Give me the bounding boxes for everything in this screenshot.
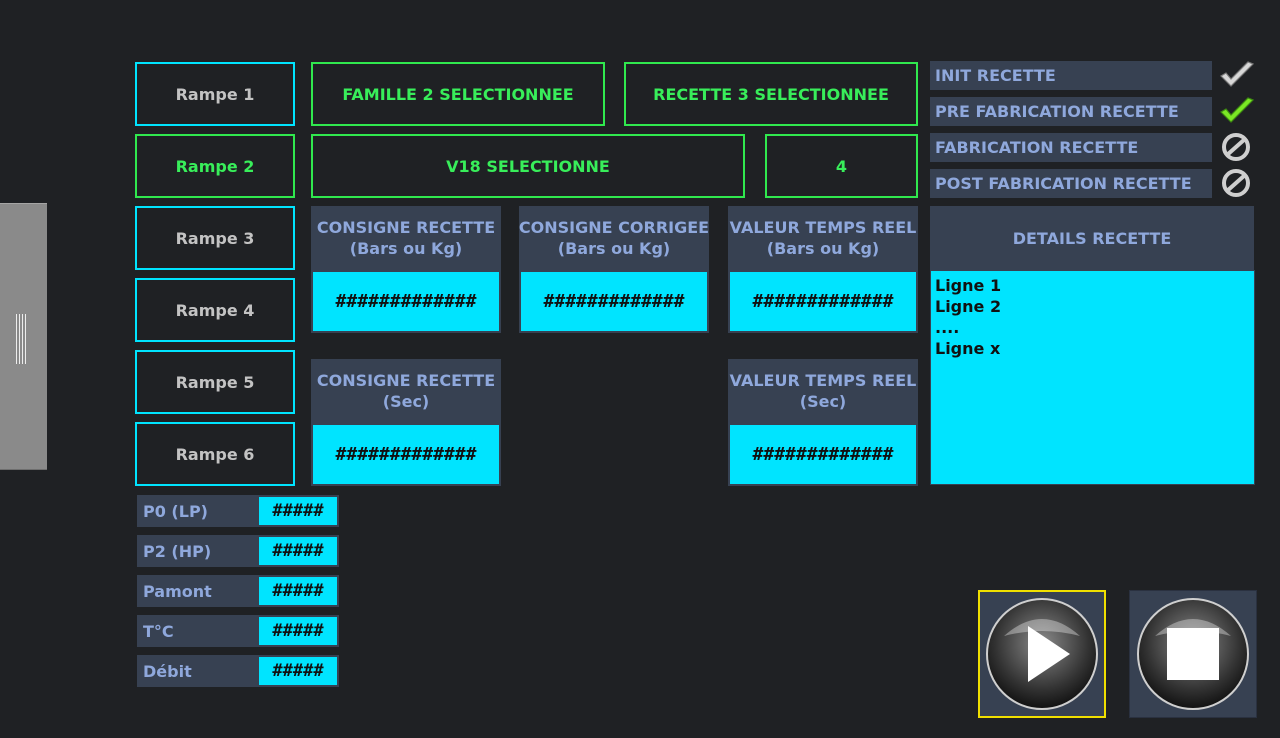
valeur-temps-reel-sec-header: VALEUR TEMPS REEL (Sec) xyxy=(728,359,918,423)
consigne-corrigee-value: ############# xyxy=(519,270,709,333)
sensor-label-p2: P2 (HP) xyxy=(137,535,261,567)
rampe-2-button[interactable]: Rampe 2 xyxy=(135,134,295,198)
selection-count: 4 xyxy=(765,134,918,198)
stop-icon xyxy=(1137,598,1249,710)
sensor-value-temperature: ##### xyxy=(257,615,339,647)
check-icon xyxy=(1218,96,1256,126)
vanne-selection[interactable]: V18 SELECTIONNE xyxy=(311,134,745,198)
play-icon xyxy=(986,598,1098,710)
valeur-temps-reel-sec-value: ############# xyxy=(728,423,918,486)
sensor-value-pamont: ##### xyxy=(257,575,339,607)
status-step-post-fabrication: POST FABRICATION RECETTE xyxy=(930,169,1212,198)
grip-icon xyxy=(16,314,26,364)
status-step-init: INIT RECETTE xyxy=(930,61,1212,90)
sensor-value-p0: ##### xyxy=(257,495,339,527)
consigne-recette-value: ############# xyxy=(311,270,501,333)
sensor-value-debit: ##### xyxy=(257,655,339,687)
list-item: Ligne 1 xyxy=(935,276,1002,295)
valeur-temps-reel-header: VALEUR TEMPS REEL (Bars ou Kg) xyxy=(728,206,918,270)
rampe-5-button[interactable]: Rampe 5 xyxy=(135,350,295,414)
sensor-label-temperature: T°C xyxy=(137,615,261,647)
rampe-1-button[interactable]: Rampe 1 xyxy=(135,62,295,126)
sensor-label-pamont: Pamont xyxy=(137,575,261,607)
disabled-icon xyxy=(1218,132,1256,162)
side-drawer-handle[interactable] xyxy=(0,203,47,470)
consigne-recette-sec-header: CONSIGNE RECETTE (Sec) xyxy=(311,359,501,423)
sensor-label-debit: Débit xyxy=(137,655,261,687)
consigne-recette-header: CONSIGNE RECETTE (Bars ou Kg) xyxy=(311,206,501,270)
play-button[interactable] xyxy=(978,590,1106,718)
sensor-value-p2: ##### xyxy=(257,535,339,567)
sensor-label-p0: P0 (LP) xyxy=(137,495,261,527)
status-step-pre-fabrication: PRE FABRICATION RECETTE xyxy=(930,97,1212,126)
details-recette-header: DETAILS RECETTE xyxy=(930,206,1254,270)
famille-selection[interactable]: FAMILLE 2 SELECTIONNEE xyxy=(311,62,605,126)
consigne-recette-sec-value: ############# xyxy=(311,423,501,486)
stop-button[interactable] xyxy=(1129,590,1257,718)
check-icon xyxy=(1218,60,1256,90)
list-item: .... xyxy=(935,318,960,337)
details-recette-list[interactable]: Ligne 1 Ligne 2 .... Ligne x xyxy=(930,270,1255,485)
rampe-4-button[interactable]: Rampe 4 xyxy=(135,278,295,342)
valeur-temps-reel-value: ############# xyxy=(728,270,918,333)
list-item: Ligne x xyxy=(935,339,1001,358)
recette-selection[interactable]: RECETTE 3 SELECTIONNEE xyxy=(624,62,918,126)
list-item: Ligne 2 xyxy=(935,297,1002,316)
consigne-corrigee-header: CONSIGNE CORRIGEE (Bars ou Kg) xyxy=(519,206,709,270)
status-step-fabrication: FABRICATION RECETTE xyxy=(930,133,1212,162)
rampe-3-button[interactable]: Rampe 3 xyxy=(135,206,295,270)
disabled-icon xyxy=(1218,168,1256,198)
rampe-6-button[interactable]: Rampe 6 xyxy=(135,422,295,486)
